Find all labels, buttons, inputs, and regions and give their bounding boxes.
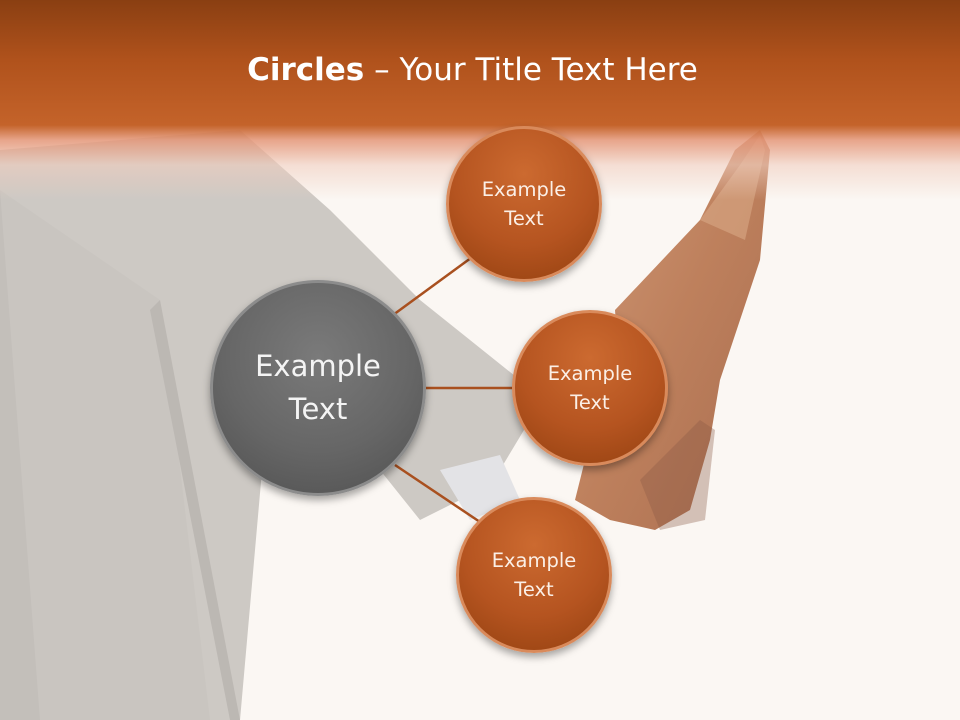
connector-3 (394, 463, 481, 524)
node-circle-2[interactable]: Example Text (512, 310, 668, 466)
hub-circle[interactable]: Example Text (210, 280, 426, 496)
node-label-2: Example Text (547, 361, 633, 414)
title-rest: – Your Title Text Here (364, 52, 698, 88)
connector-1 (392, 253, 476, 317)
slide-title: Circles – Your Title Text Here (0, 52, 945, 88)
node-circle-1[interactable]: Example Text (446, 126, 602, 282)
title-bold: Circles (247, 52, 365, 88)
hub-label: Example Text (255, 348, 381, 427)
node-circle-3[interactable]: Example Text (456, 497, 612, 653)
node-label-1: Example Text (481, 177, 567, 230)
node-label-3: Example Text (491, 548, 577, 601)
